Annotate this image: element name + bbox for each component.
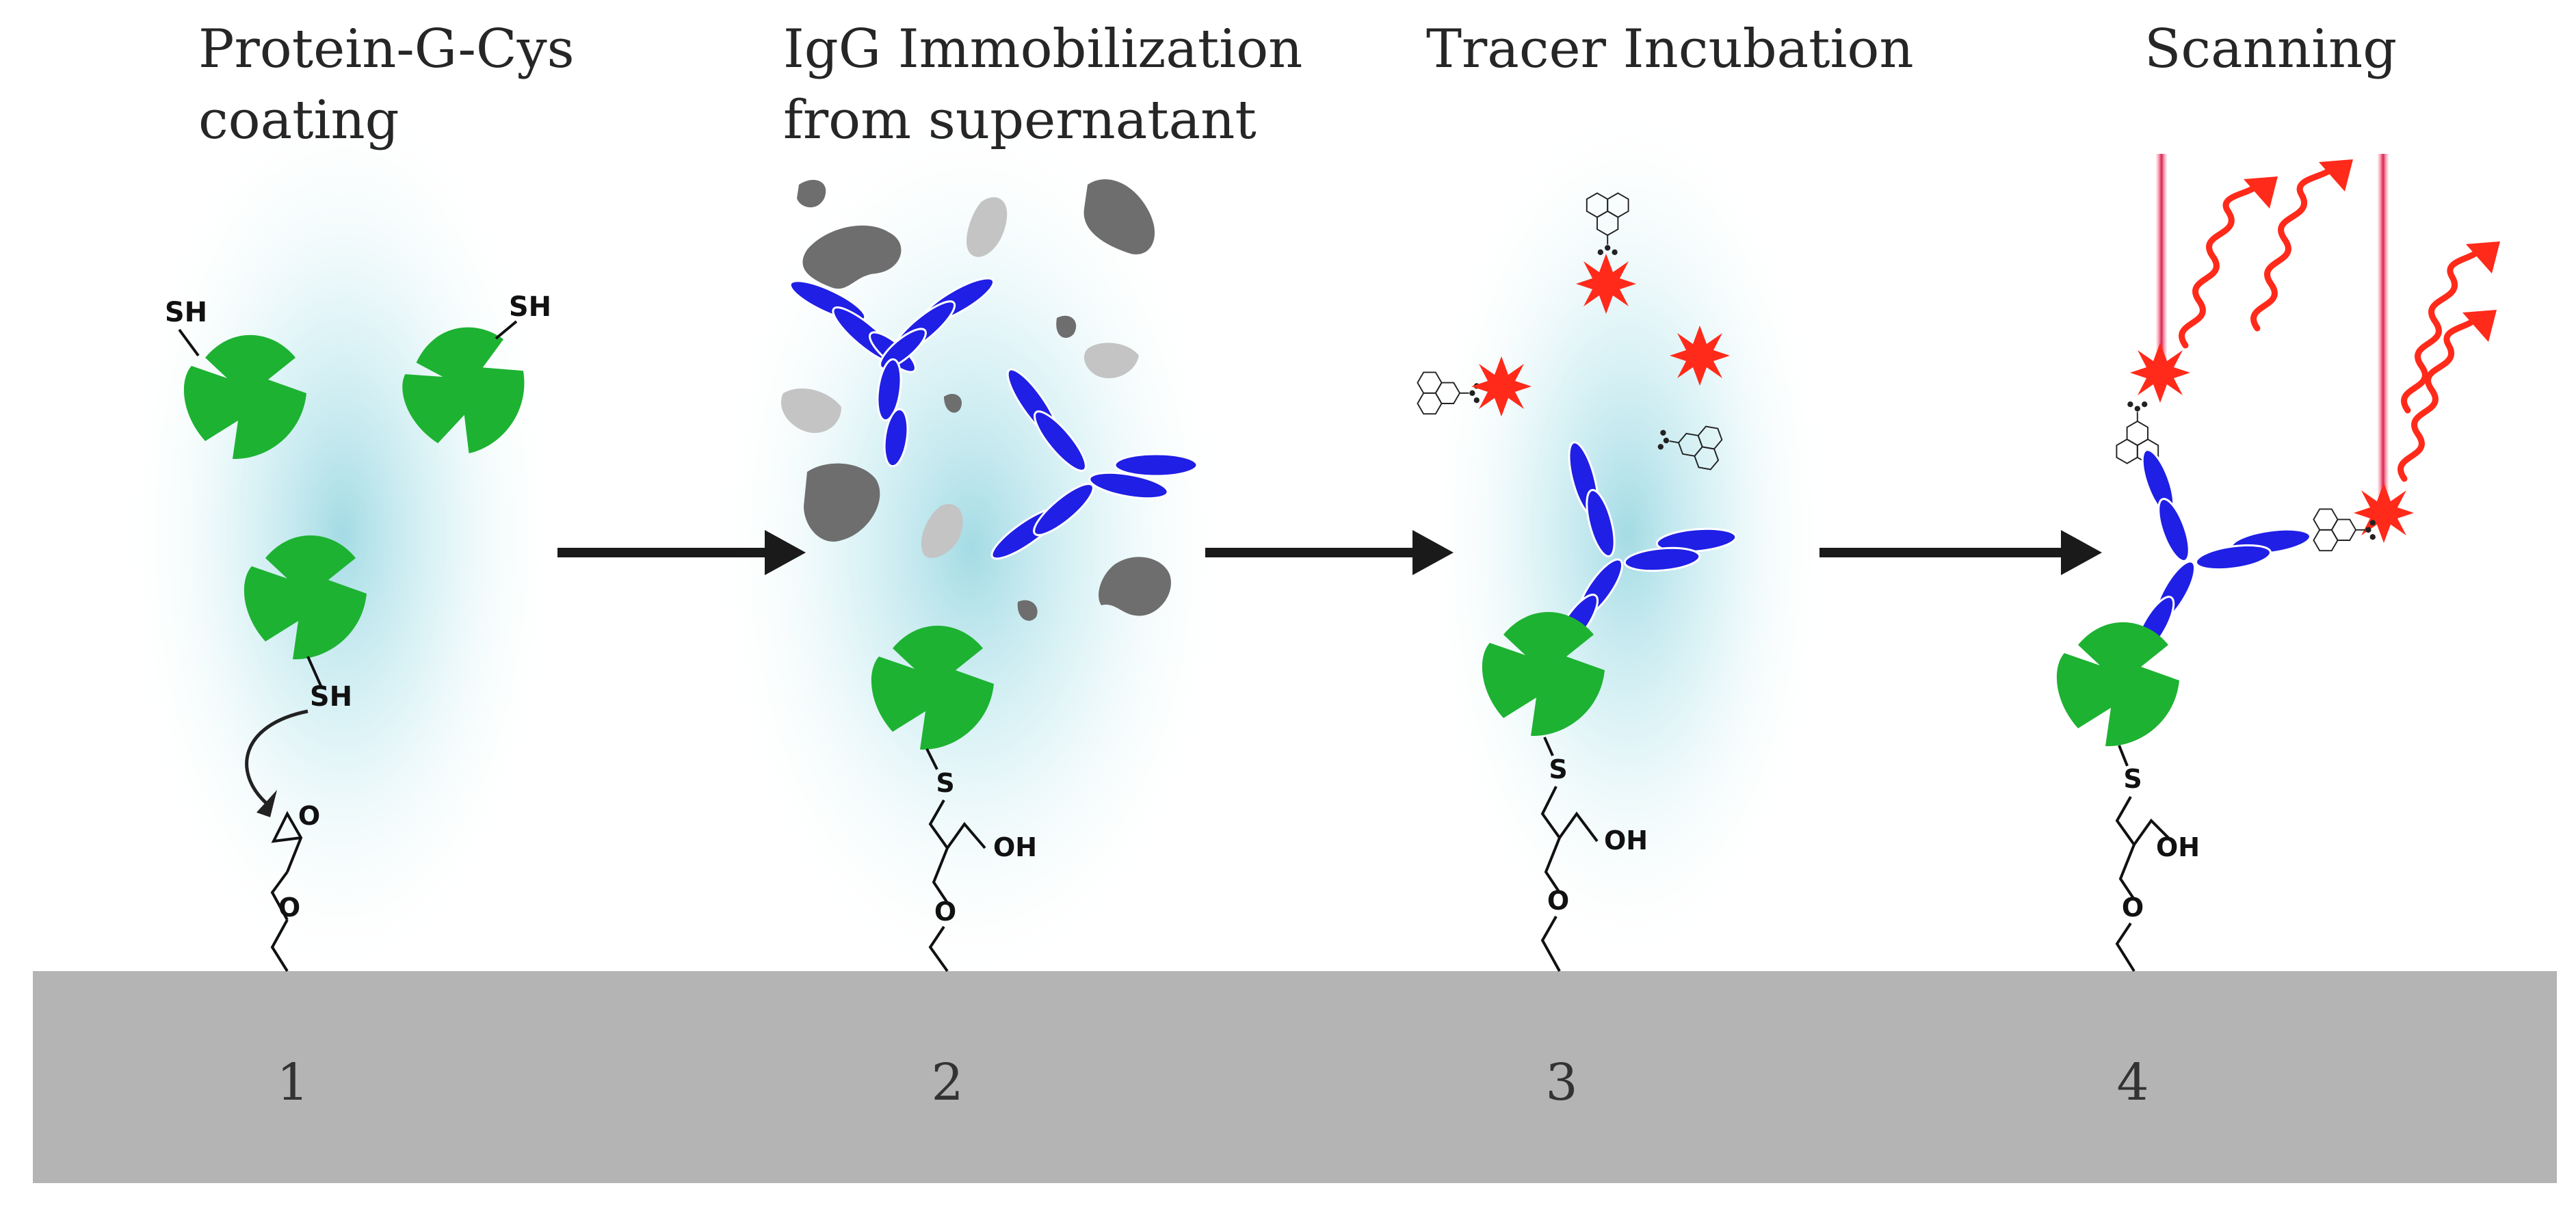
substrate-surface: [33, 971, 2557, 1183]
arrow-1-to-2: [557, 530, 806, 575]
laser-beam: [2156, 154, 2167, 373]
sulfur-label: S: [2123, 764, 2142, 794]
step-2-title: IgG Immobilization from supernatant: [783, 14, 1302, 156]
step-2-number: 2: [931, 1053, 964, 1112]
step-2-title-line1: IgG Immobilization: [783, 18, 1303, 80]
step-2-title-line2: from supernatant: [783, 90, 1257, 151]
step-4-illustration: S OH O: [2056, 154, 2500, 972]
step-3-title: Tracer Incubation: [1426, 14, 1914, 85]
step-4-number: 4: [2116, 1053, 2149, 1112]
step-1-title-line1: Protein-G-Cys: [198, 18, 575, 80]
protein-g: [2056, 622, 2179, 747]
oxygen-label: O: [2122, 892, 2144, 923]
oxygen-label: O: [278, 892, 300, 923]
step-3-title-line1: Tracer Incubation: [1426, 18, 1914, 80]
step-1-number: 1: [276, 1053, 309, 1112]
hydroxyl-label: OH: [1604, 825, 1648, 856]
step-3-illustration: S OH O: [1417, 192, 1737, 972]
process-arrows: [557, 530, 2102, 575]
step-4-title-line1: Scanning: [2144, 18, 2397, 80]
oxygen-label: O: [1547, 886, 1569, 916]
step-2-illustration: S OH O: [780, 179, 1198, 972]
igg-antibody: [789, 277, 995, 468]
step-1-illustration: SH SH SH O O: [165, 291, 551, 972]
hydroxyl-label: OH: [993, 832, 1037, 862]
thiol-label: SH: [165, 297, 207, 328]
tracer-star: [2354, 483, 2414, 543]
hydroxyl-label: OH: [2156, 832, 2200, 862]
emission-arrows: [2179, 164, 2483, 482]
igg-antibody: [990, 368, 1198, 560]
emission-arrowheads: [2244, 159, 2500, 342]
oxygen-label: O: [934, 897, 956, 927]
arrow-3-to-4: [1819, 530, 2102, 575]
tracer-star: [2130, 343, 2190, 403]
oxygen-label: O: [298, 801, 320, 831]
thiol-label: SH: [509, 291, 551, 323]
step-3-number: 3: [1545, 1053, 1578, 1112]
glow-step-3: [1423, 96, 1833, 971]
supernatant-debris: [797, 179, 1171, 621]
step-1-title: Protein-G-Cys coating: [198, 14, 575, 156]
igg-antibody: [2134, 449, 2311, 656]
arrow-2-to-3: [1205, 530, 1454, 575]
tracer-star: [1471, 356, 1532, 416]
tracer-star: [1576, 254, 1636, 314]
thiol-label: SH: [310, 681, 352, 713]
tracer-star: [1670, 326, 1730, 386]
laser-beam: [2378, 154, 2389, 503]
sulfur-label: S: [936, 768, 954, 798]
sulfur-label: S: [1549, 754, 1567, 784]
step-1-title-line2: coating: [198, 90, 399, 151]
glow-step-1: [123, 82, 561, 985]
step-4-title: Scanning: [2144, 14, 2397, 85]
